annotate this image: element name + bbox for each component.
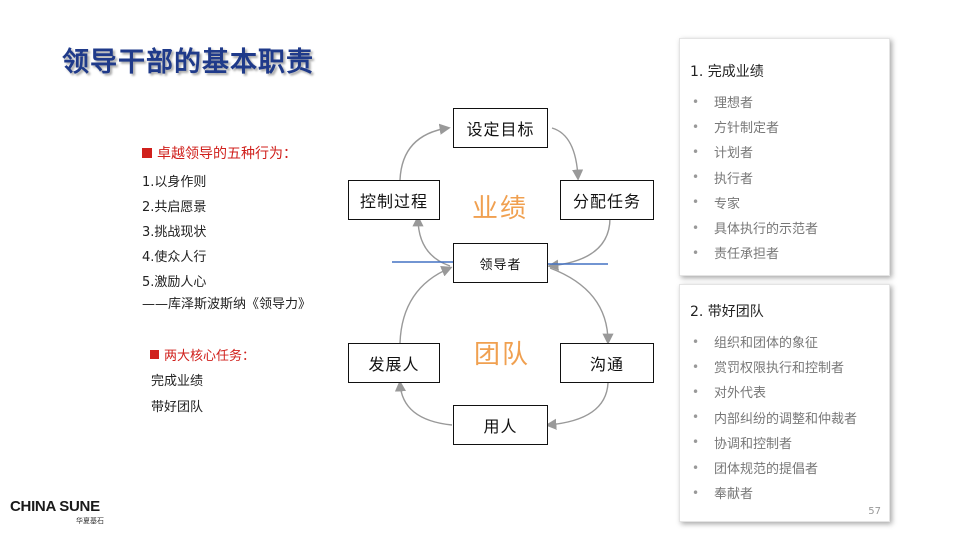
bullet-dot-icon: •: [692, 119, 700, 134]
list-item: •方针制定者: [692, 119, 780, 137]
bullet-dot-icon: •: [692, 144, 700, 159]
bullet-dot-icon: •: [692, 195, 700, 210]
red-square-bullet-icon: [142, 148, 152, 158]
list-item: •内部纠纷的调整和仲裁者: [692, 410, 858, 427]
bullet-dot-icon: •: [692, 245, 700, 260]
logo-subtext: 华夏基石: [76, 517, 104, 525]
leadership-cycle-diagram: 设定目标 控制过程 分配任务 领导者 发展人 沟通 用人 业绩 团队: [340, 100, 670, 450]
list-item: •奉献者: [692, 485, 754, 503]
node-control-process: 控制过程: [348, 180, 440, 220]
list-item: •理想者: [692, 94, 754, 112]
arrow-control-to-goals: [399, 123, 451, 181]
behaviors-list: 1.以身作则 2.共启愿景 3.挑战现状 4.使众人行 5.激励人心: [142, 170, 206, 295]
label-team: 团队: [474, 340, 531, 370]
arrow-leader-to-communicate: [549, 267, 614, 345]
behavior-item: 5.激励人心: [142, 275, 207, 290]
list-item: •对外代表: [692, 384, 767, 402]
behavior-item: 3.挑战现状: [142, 225, 207, 240]
node-develop-people: 发展人: [348, 343, 440, 383]
logo-text: CHINA SUNE: [10, 498, 100, 515]
core-tasks-list: 完成业绩 带好团队: [151, 369, 203, 421]
behavior-item: 4.使众人行: [142, 250, 207, 265]
list-item: •计划者: [692, 144, 754, 162]
list-item: •执行者: [692, 170, 754, 187]
list-item: •专家: [692, 195, 741, 212]
panel-team-list: •组织和团体的象征 •赏罚权限执行和控制者 •对外代表 •内部纠纷的调整和仲裁者…: [690, 329, 889, 505]
core-task-item: 完成业绩: [151, 374, 204, 389]
panel-performance-list: •理想者 •方针制定者 •计划者 •执行者 •专家 •具体执行的示范者 •责任承…: [690, 89, 889, 265]
core-task-item: 带好团队: [151, 400, 204, 415]
label-performance: 业绩: [472, 194, 529, 224]
cycle-arrows: [392, 123, 614, 430]
bullet-dot-icon: •: [692, 410, 700, 425]
bullet-dot-icon: •: [692, 384, 700, 399]
bullet-dot-icon: •: [692, 334, 700, 349]
panel-team-heading: 2. 带好团队: [690, 304, 764, 320]
bullet-dot-icon: •: [692, 460, 700, 475]
bullet-dot-icon: •: [692, 359, 700, 374]
list-item: •责任承担者: [692, 245, 780, 263]
china-sune-logo: CHINA SUNE 华夏基石: [10, 498, 104, 525]
node-employ-people: 用人: [453, 405, 548, 445]
list-item: •组织和团体的象征: [692, 334, 819, 352]
behavior-item: 1.以身作则: [142, 175, 207, 190]
section-behaviors-title: 卓越领导的五种行为：: [157, 146, 297, 162]
node-set-goals: 设定目标: [453, 108, 548, 148]
panel-performance-heading: 1. 完成业绩: [690, 64, 764, 80]
section-core-tasks-title: 两大核心任务：: [164, 349, 256, 364]
section-behaviors-heading: 卓越领导的五种行为：: [142, 143, 297, 163]
arrow-employ-to-develop: [394, 380, 453, 426]
list-item: •团体规范的提倡者: [692, 460, 819, 478]
node-leader: 领导者: [453, 243, 548, 283]
list-item: •赏罚权限执行和控制者: [692, 359, 845, 377]
arrow-leader-to-control: [412, 215, 451, 267]
bullet-dot-icon: •: [692, 220, 700, 235]
arrow-assign-to-leader: [547, 217, 611, 271]
panel-team: 2. 带好团队 •组织和团体的象征 •赏罚权限执行和控制者 •对外代表 •内部纠…: [679, 284, 890, 522]
quote-attribution: ——库泽斯波斯纳《领导力》: [142, 297, 312, 312]
bullet-dot-icon: •: [692, 485, 700, 500]
arrow-goals-to-assign: [551, 127, 584, 181]
list-item: •具体执行的示范者: [692, 220, 819, 238]
list-item: •协调和控制者: [692, 435, 793, 452]
page-number: 57: [868, 506, 881, 517]
red-square-bullet-icon: [150, 350, 159, 359]
panel-performance: 1. 完成业绩 •理想者 •方针制定者 •计划者 •执行者 •专家 •具体执行的…: [679, 38, 890, 276]
bullet-dot-icon: •: [692, 94, 700, 109]
page-title: 领导干部的基本职责: [62, 47, 314, 78]
section-core-tasks-heading: 两大核心任务：: [150, 345, 255, 364]
arrow-develop-to-leader: [399, 266, 453, 344]
node-communicate: 沟通: [560, 343, 654, 383]
arrow-communicate-to-employ: [545, 382, 609, 430]
node-assign-tasks: 分配任务: [560, 180, 654, 220]
bullet-dot-icon: •: [692, 435, 700, 450]
behavior-item: 2.共启愿景: [142, 200, 207, 215]
bullet-dot-icon: •: [692, 170, 700, 185]
